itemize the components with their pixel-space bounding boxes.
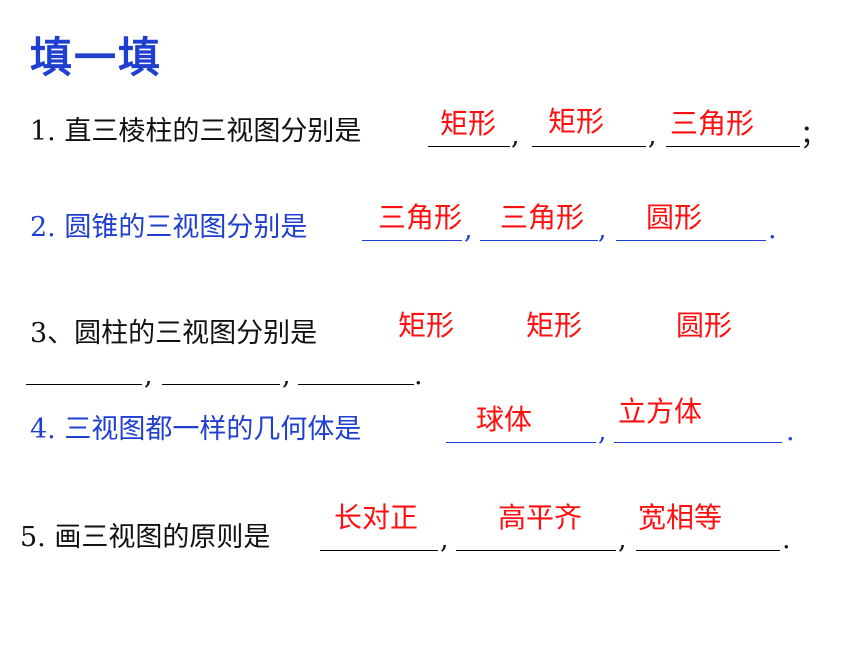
q5-end: .	[782, 524, 791, 555]
q3-answer-2: 矩形	[526, 309, 583, 342]
q2-blank-2[interactable]	[480, 240, 598, 241]
q4-comma-1: ,	[598, 416, 607, 447]
question-2-text: 2. 圆锥的三视图分别是	[30, 212, 308, 243]
q3-answer-3: 圆形	[676, 309, 733, 342]
q2-blank-1[interactable]	[362, 240, 462, 241]
q4-answer-2: 立方体	[618, 395, 703, 428]
q1-comma-1: ,	[511, 120, 520, 151]
q2-answer-1: 三角形	[378, 201, 463, 234]
question-1-text: 1. 直三棱柱的三视图分别是	[30, 116, 362, 147]
question-3-text: 3、圆柱的三视图分别是	[30, 318, 318, 349]
q1-answer-1: 矩形	[440, 107, 497, 140]
q5-comma-1: ,	[440, 524, 449, 555]
q2-comma-2: ,	[598, 214, 607, 245]
q5-blank-3[interactable]	[636, 550, 780, 551]
q4-answer-1: 球体	[476, 403, 533, 436]
q1-comma-2: ,	[648, 120, 657, 151]
question-5-text: 5. 画三视图的原则是	[20, 522, 271, 553]
q5-answer-3: 宽相等	[638, 501, 723, 534]
q1-blank-2[interactable]	[532, 146, 646, 147]
page-title: 填一填	[30, 33, 163, 82]
q3-comma-1: ,	[144, 360, 153, 391]
q1-answer-2: 矩形	[548, 105, 605, 138]
q1-blank-1[interactable]	[428, 146, 510, 147]
q4-end: .	[786, 416, 795, 447]
q1-answer-3: 三角形	[670, 107, 755, 140]
q3-end: .	[414, 360, 423, 391]
q4-blank-1[interactable]	[446, 442, 596, 443]
q1-blank-3[interactable]	[666, 146, 800, 147]
q5-answer-2: 高平齐	[498, 501, 583, 534]
q3-blank-2[interactable]	[162, 384, 280, 385]
q3-answer-1: 矩形	[398, 309, 455, 342]
q3-blank-1[interactable]	[26, 384, 142, 385]
q1-end: ；	[800, 120, 827, 151]
q2-answer-3: 圆形	[646, 201, 703, 234]
q3-comma-2: ,	[282, 360, 291, 391]
q2-answer-2: 三角形	[500, 201, 585, 234]
q2-end: .	[768, 214, 777, 245]
q5-blank-1[interactable]	[320, 550, 438, 551]
q2-comma-1: ,	[464, 214, 473, 245]
q5-blank-2[interactable]	[456, 550, 616, 551]
q2-blank-3[interactable]	[616, 240, 766, 241]
q5-comma-2: ,	[618, 524, 627, 555]
q3-blank-3[interactable]	[298, 384, 414, 385]
q4-blank-2[interactable]	[614, 442, 782, 443]
question-4-text: 4. 三视图都一样的几何体是	[30, 414, 362, 445]
q5-answer-1: 长对正	[334, 501, 419, 534]
